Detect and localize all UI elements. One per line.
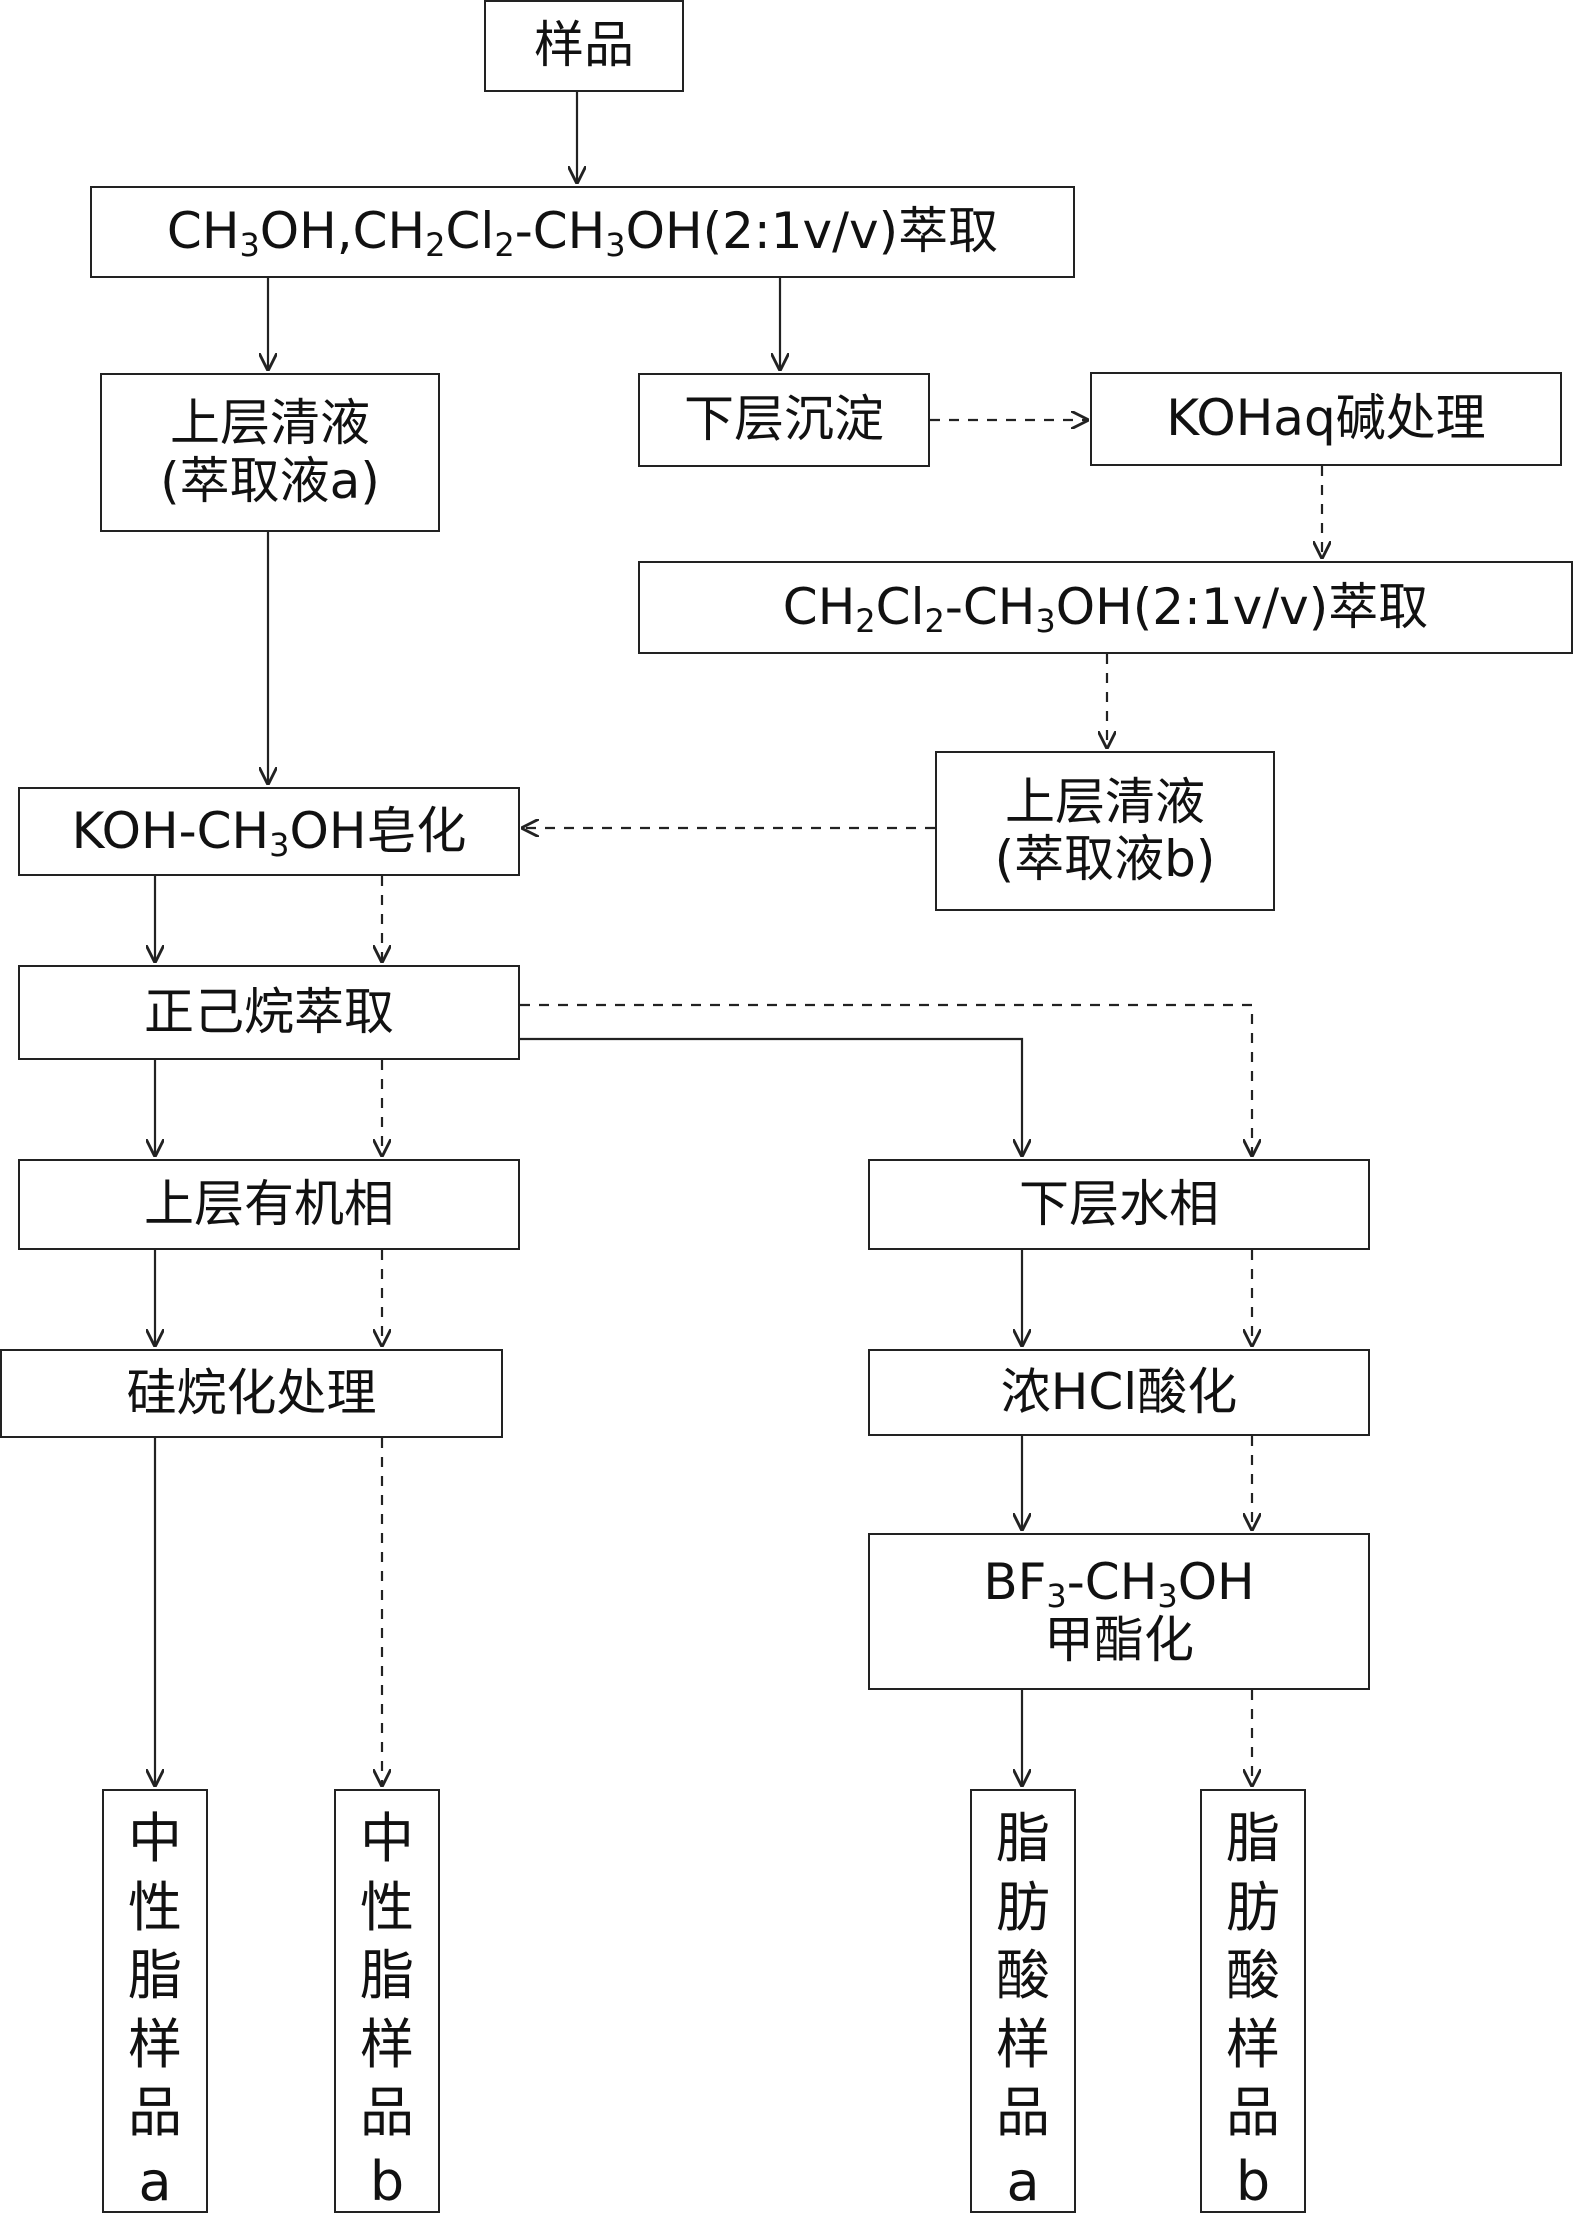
node-supernatant-b-line1: 上层清液 xyxy=(1005,772,1205,831)
node-extraction2-label: CH2Cl2-CH3OH(2:1v/v)萃取 xyxy=(782,577,1429,640)
node-extraction2: CH2Cl2-CH3OH(2:1v/v)萃取 xyxy=(638,561,1573,654)
node-fatty-b-char: 酸 xyxy=(1226,1944,1280,2008)
node-fatty-a-char: 样 xyxy=(996,2012,1050,2076)
node-neutral-b-char: 脂 xyxy=(360,1944,414,2008)
node-neutral-b-char: 性 xyxy=(360,1875,414,1939)
node-fatty-a-char: 肪 xyxy=(996,1875,1050,1939)
node-supernatant-b: 上层清液 (萃取液b) xyxy=(935,751,1275,911)
node-koh-alkali: KOHaq碱处理 xyxy=(1090,372,1562,466)
node-fatty-b-char: 品 xyxy=(1226,2081,1280,2145)
node-fatty-b-char: b xyxy=(1235,2149,1271,2213)
node-neutral-b-char: 品 xyxy=(360,2081,414,2145)
node-neutral-b-char: 中 xyxy=(360,1807,414,1870)
node-neutral-a-char: 品 xyxy=(128,2081,182,2145)
node-fatty-b-char: 脂 xyxy=(1226,1807,1280,1870)
node-organic-phase: 上层有机相 xyxy=(18,1159,520,1250)
node-fatty-a-char: 酸 xyxy=(996,1944,1050,2008)
node-supernatant-a: 上层清液 (萃取液a) xyxy=(100,373,440,532)
node-saponification-label: KOH-CH3OH皂化 xyxy=(71,801,467,864)
node-neutral-b-char: 样 xyxy=(360,2012,414,2076)
node-neutral-a-char: 性 xyxy=(128,1875,182,1939)
node-neutral-a-char: 样 xyxy=(128,2012,182,2076)
node-neutral-lipid-b: 中 性 脂 样 品 b xyxy=(334,1789,440,2213)
node-neutral-b-char: b xyxy=(369,2149,405,2213)
node-extraction1: CH3OH,CH2Cl2-CH3OH(2:1v/v)萃取 xyxy=(90,186,1075,278)
node-methylation-line2: 甲酯化 xyxy=(1044,1610,1194,1669)
node-fatty-a-char: 脂 xyxy=(996,1807,1050,1870)
node-fatty-acid-b: 脂 肪 酸 样 品 b xyxy=(1200,1789,1306,2213)
node-silylation-label: 硅烷化处理 xyxy=(126,1363,377,1422)
node-hcl-acidify: 浓HCl酸化 xyxy=(868,1349,1370,1436)
node-neutral-a-char: a xyxy=(138,2149,172,2213)
node-fatty-a-char: 品 xyxy=(996,2081,1050,2145)
node-koh-alkali-label: KOHaq碱处理 xyxy=(1166,389,1486,448)
node-silylation: 硅烷化处理 xyxy=(0,1349,503,1438)
node-hcl-acidify-label: 浓HCl酸化 xyxy=(1000,1362,1238,1421)
arrow-hexane-to-aqueous-dashed xyxy=(520,1003,1252,1156)
node-extraction1-label: CH3OH,CH2Cl2-CH3OH(2:1v/v)萃取 xyxy=(166,202,999,265)
node-methylation: BF3-CH3OH 甲酯化 xyxy=(868,1533,1370,1690)
node-supernatant-b-line2: (萃取液b) xyxy=(994,830,1216,888)
node-fatty-acid-a: 脂 肪 酸 样 品 a xyxy=(970,1789,1076,2213)
node-organic-phase-label: 上层有机相 xyxy=(144,1174,394,1233)
node-fatty-b-char: 肪 xyxy=(1226,1875,1280,1939)
node-neutral-lipid-a: 中 性 脂 样 品 a xyxy=(102,1789,208,2213)
node-aqueous-phase-label: 下层水相 xyxy=(1019,1174,1219,1233)
node-neutral-a-char: 中 xyxy=(128,1807,182,1870)
node-supernatant-a-line2: (萃取液a) xyxy=(160,451,380,510)
node-hexane-extraction-label: 正己烷萃取 xyxy=(144,982,394,1041)
node-saponification: KOH-CH3OH皂化 xyxy=(18,787,520,876)
node-fatty-a-char: a xyxy=(1006,2149,1040,2213)
node-lower-precipitate: 下层沉淀 xyxy=(638,373,930,467)
node-fatty-b-char: 样 xyxy=(1226,2012,1280,2076)
node-neutral-a-char: 脂 xyxy=(128,1944,182,2008)
node-sample-label: 样品 xyxy=(534,16,634,75)
arrow-hexane-to-aqueous-solid xyxy=(520,1037,1022,1156)
node-methylation-line1: BF3-CH3OH xyxy=(983,1553,1255,1615)
node-sample: 样品 xyxy=(484,0,684,92)
node-supernatant-a-line1: 上层清液 xyxy=(170,394,370,452)
node-hexane-extraction: 正己烷萃取 xyxy=(18,965,520,1060)
node-lower-precipitate-label: 下层沉淀 xyxy=(684,390,884,449)
node-aqueous-phase: 下层水相 xyxy=(868,1159,1370,1250)
